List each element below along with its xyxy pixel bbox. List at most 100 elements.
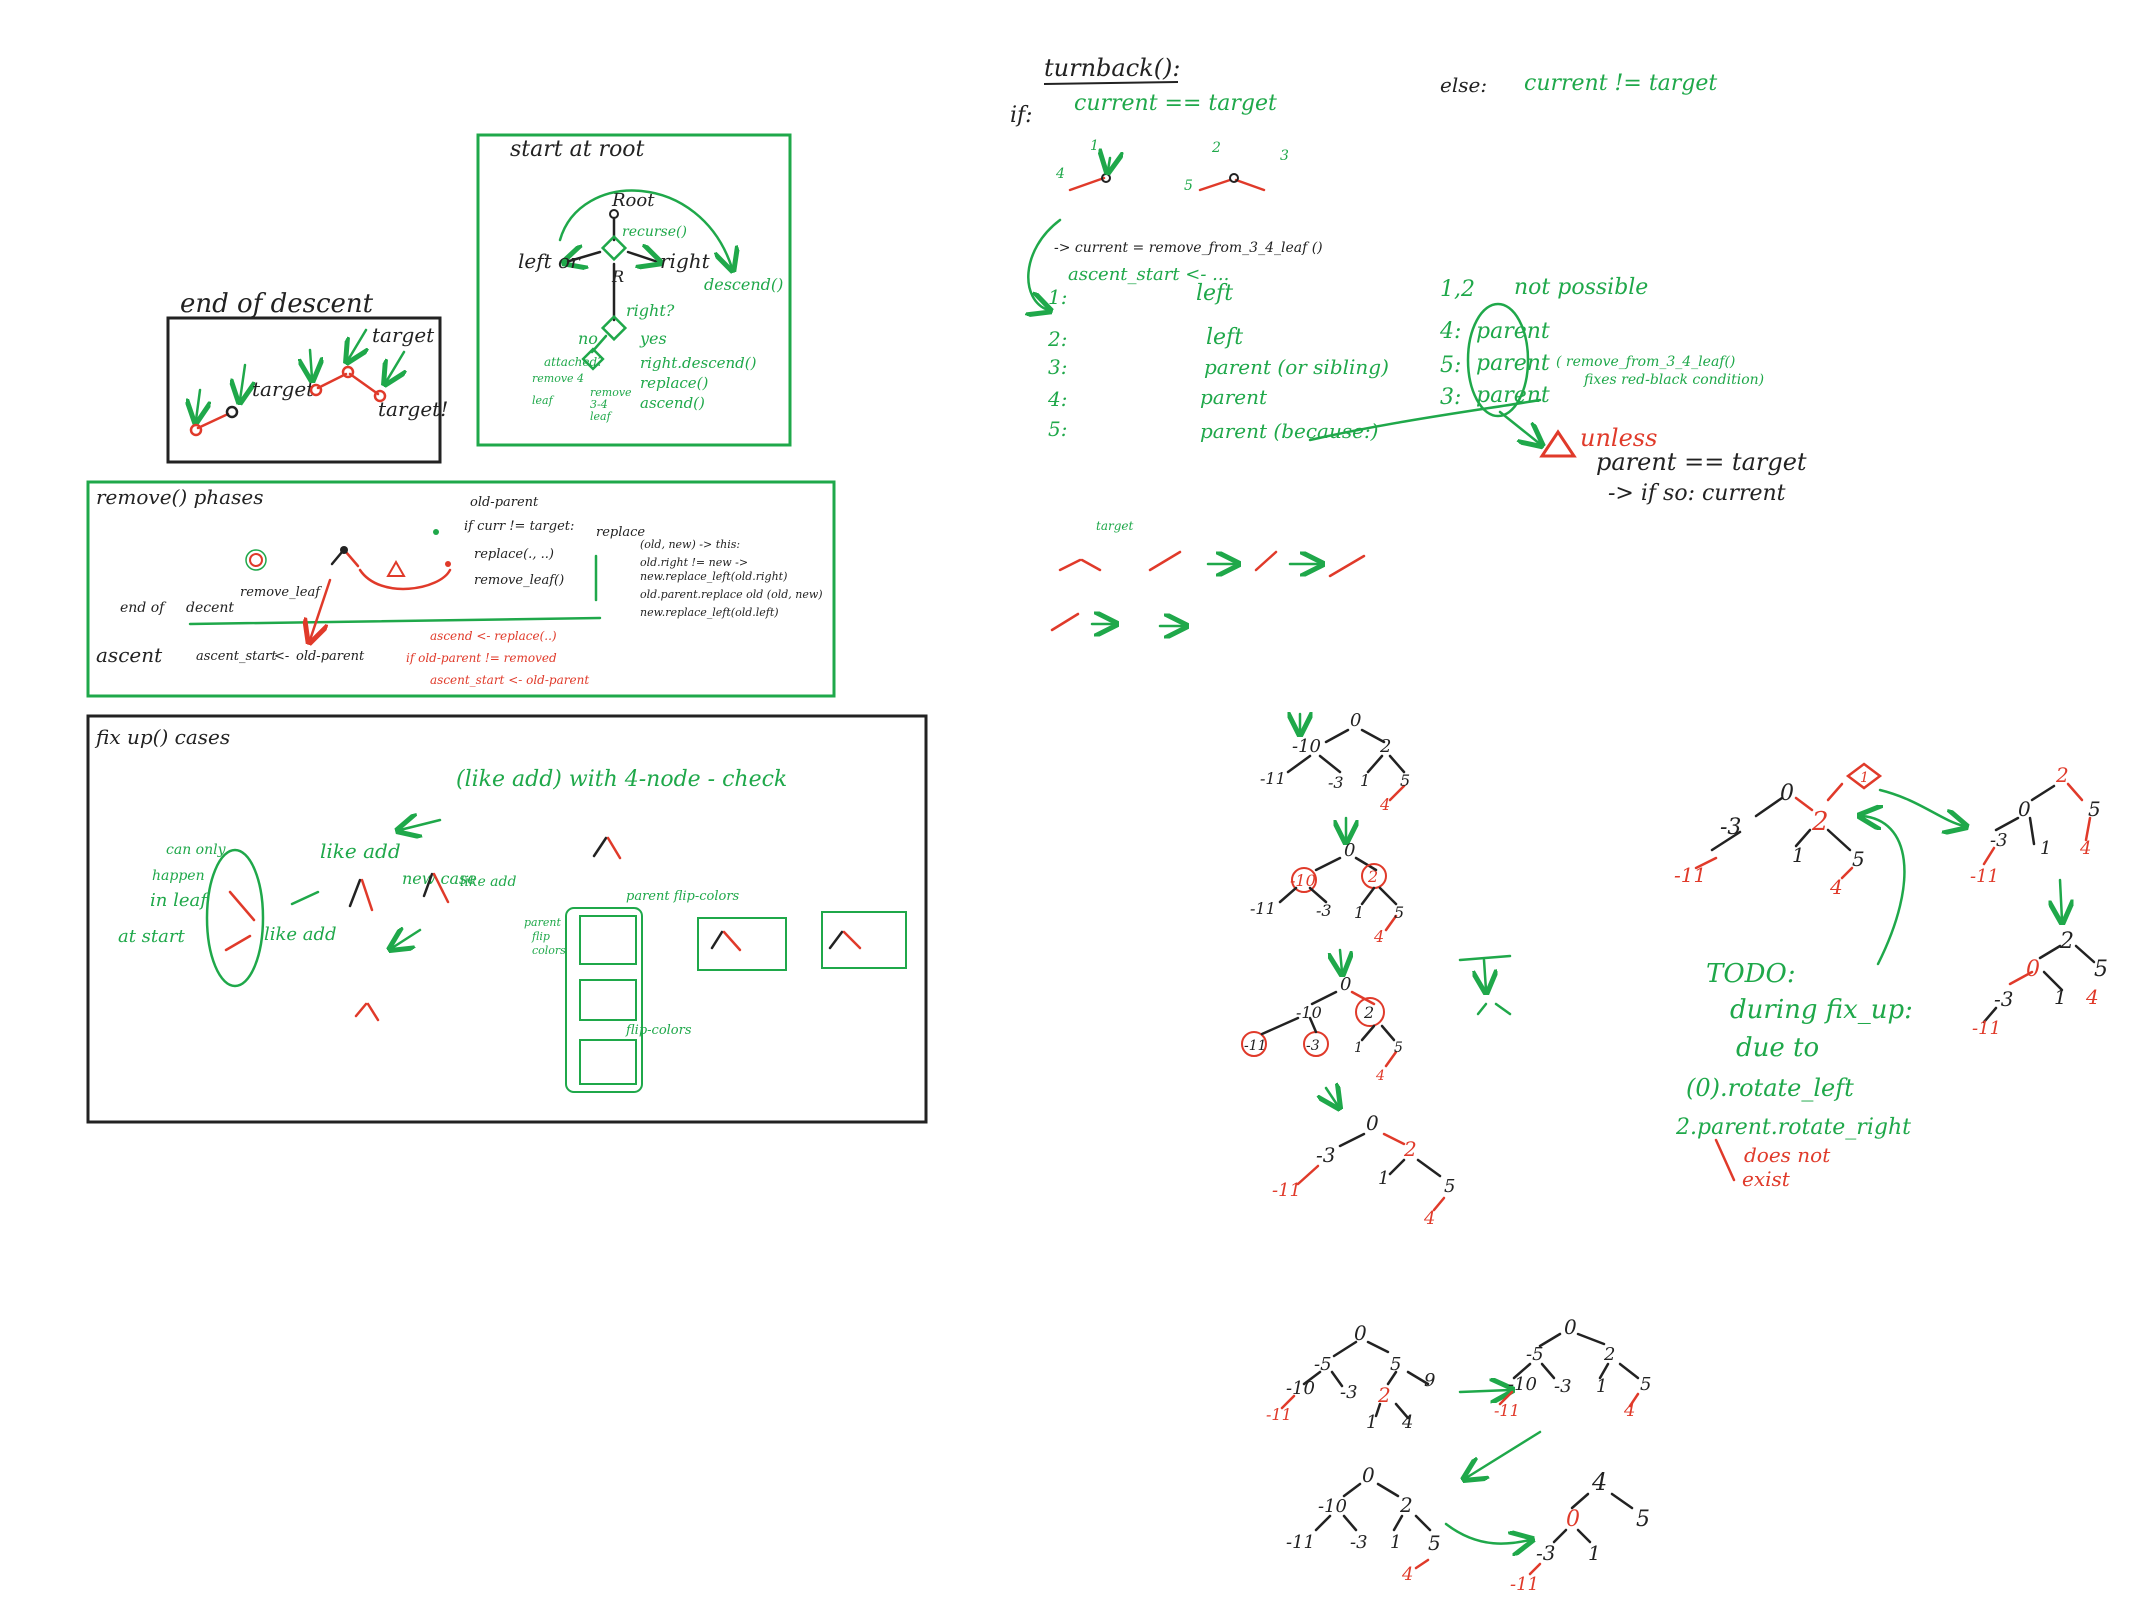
inner-3: leaf [590, 410, 613, 423]
case-3-n: 3: [1048, 355, 1067, 379]
t11-n0: 4 [1591, 1468, 1607, 1496]
else-note-2: fixes red-black condition) [1583, 372, 1764, 388]
start-at-root-panel: start at root Root recurse() left or rig… [476, 133, 792, 447]
t2-n4: -3 [1316, 901, 1332, 920]
else-case-5-n: 5: [1440, 353, 1461, 378]
t5-n4: 1 [1792, 843, 1805, 867]
t5-n5: 5 [1852, 847, 1865, 871]
unless-line-2: -> if so: current [1608, 481, 1786, 506]
case-5-n: 5: [1048, 417, 1067, 441]
t5-n0: 0 [1780, 781, 1794, 806]
tree-t5: 1 0 -3 2 -11 1 5 4 [1674, 762, 1964, 966]
t3-n1: -10 [1296, 1003, 1322, 1022]
t2-n0: 0 [1344, 840, 1355, 861]
t7-n2: 5 [2094, 957, 2108, 982]
unless-label: unless [1580, 424, 1657, 452]
t3-n0: 0 [1340, 974, 1351, 995]
if-current-target: if curr != target: [464, 519, 574, 534]
else-condition: current != target [1524, 71, 1717, 96]
tree-t8: 0 -5 5 -10 -3 2 9 -11 1 4 [1266, 1321, 1510, 1433]
can-only-4: at start [118, 926, 185, 947]
case-4-v: parent [1200, 385, 1268, 409]
t4-n6: 4 [1423, 1208, 1435, 1229]
remove-phases-title: remove() phases [96, 485, 263, 509]
t9-n8: 4 [1623, 1400, 1635, 1421]
else-case-3-n: 3: [1440, 385, 1461, 410]
t10-n3: -11 [1286, 1532, 1315, 1553]
replace-note-5: new.replace_left(old.left) [640, 606, 779, 619]
t8-n0: 0 [1354, 1321, 1367, 1345]
t6-n3: -3 [1990, 830, 2008, 851]
case-3-v: parent (or sibling) [1204, 355, 1389, 379]
t5-n6: 4 [1829, 875, 1843, 899]
t11-n5: -11 [1510, 1574, 1539, 1595]
arrow-label: <- [274, 649, 289, 664]
parent-flip-3: colors [532, 944, 566, 957]
replace-call: replace(., ..) [474, 547, 554, 562]
remove-leaf-call: remove_leaf() [474, 573, 564, 588]
t2-n5: 1 [1354, 903, 1364, 922]
flip-colors-label: flip-colors [625, 1023, 692, 1038]
t8-n4: -3 [1340, 1382, 1358, 1403]
else-case-5-v: parent [1476, 351, 1550, 376]
todo-4: (0).rotate_left [1686, 1074, 1854, 1102]
tree-t1: 0 -10 2 -11 -3 1 5 4 [1260, 710, 1410, 814]
t4-n4: 1 [1378, 1168, 1389, 1189]
t8-n9: 4 [1401, 1412, 1413, 1433]
todo-1: TODO: [1706, 959, 1796, 989]
red-note-3: ascent_start <- old-parent [430, 673, 589, 687]
replace-note-4: old.parent.replace old (old, new) [640, 588, 823, 601]
fixup-cases-panel: fix up() cases (like add) with 4-node - … [86, 714, 928, 1124]
right-question-label: right? [626, 301, 675, 320]
t6-n5: 4 [2079, 838, 2091, 859]
replace-label: replace [596, 525, 645, 540]
t7-n6: -11 [1972, 1018, 2001, 1039]
num-1: 1 [1090, 138, 1099, 154]
todo-6: does not [1744, 1143, 1831, 1167]
todo-3: due to [1736, 1033, 1819, 1063]
if-label: if: [1010, 103, 1033, 128]
t9-n0: 0 [1564, 1315, 1577, 1339]
t4-n3: -11 [1272, 1180, 1301, 1201]
t2-n3: -11 [1250, 899, 1276, 918]
replace-note-3: new.replace_left(old.right) [640, 570, 787, 583]
descend-label: descend() [704, 275, 783, 294]
t11-n4: 1 [1588, 1541, 1601, 1565]
end-of-label: end of [120, 600, 167, 616]
tree-t4: 0 -3 2 -11 1 5 4 [1272, 1088, 1455, 1229]
t7-n5: 4 [2085, 985, 2099, 1009]
t8-n5: 2 [1377, 1383, 1391, 1407]
t10-n4: -3 [1350, 1532, 1368, 1553]
no-branch-2: remove 4 [532, 372, 584, 385]
remove-phases-panel: remove() phases remove_leaf old-parent i… [86, 480, 836, 698]
t3-n7: 4 [1375, 1068, 1385, 1084]
ascent-start-label: ascent_start [196, 649, 277, 664]
t9-n6: 5 [1640, 1374, 1651, 1395]
right-label: right [660, 249, 711, 273]
t3-n4: -3 [1306, 1038, 1320, 1054]
t6-n6: -11 [1970, 866, 1999, 887]
target-label-2: target [372, 323, 435, 347]
t10-n1: -10 [1318, 1496, 1347, 1517]
old-parent-label: old-parent [470, 495, 539, 510]
else-case-4-n: 4: [1439, 319, 1461, 344]
like-add-2: like add [460, 874, 516, 890]
num-2: 2 [1211, 140, 1221, 156]
t8-n8: 1 [1366, 1412, 1377, 1433]
t7-n0: 2 [2059, 929, 2074, 954]
t6-n4: 1 [2040, 838, 2051, 859]
start-at-root-title: start at root [510, 137, 645, 162]
t8-n3: -10 [1286, 1378, 1315, 1399]
target-label-1: target [252, 377, 315, 401]
t11-n1: 0 [1566, 1507, 1580, 1532]
end-of-descent-title: end of descent [180, 289, 374, 319]
t7-n1: 0 [2026, 957, 2040, 982]
if-condition: current == target [1074, 91, 1277, 116]
t11-n3: -3 [1536, 1541, 1555, 1565]
new-case-label: new case [402, 869, 477, 888]
target-label-3: target! [378, 397, 448, 421]
t9-n2: 2 [1603, 1344, 1615, 1365]
else-label: else: [1440, 73, 1487, 97]
t9-n3: -10 [1508, 1374, 1537, 1395]
t2-n2: 2 [1367, 867, 1378, 886]
